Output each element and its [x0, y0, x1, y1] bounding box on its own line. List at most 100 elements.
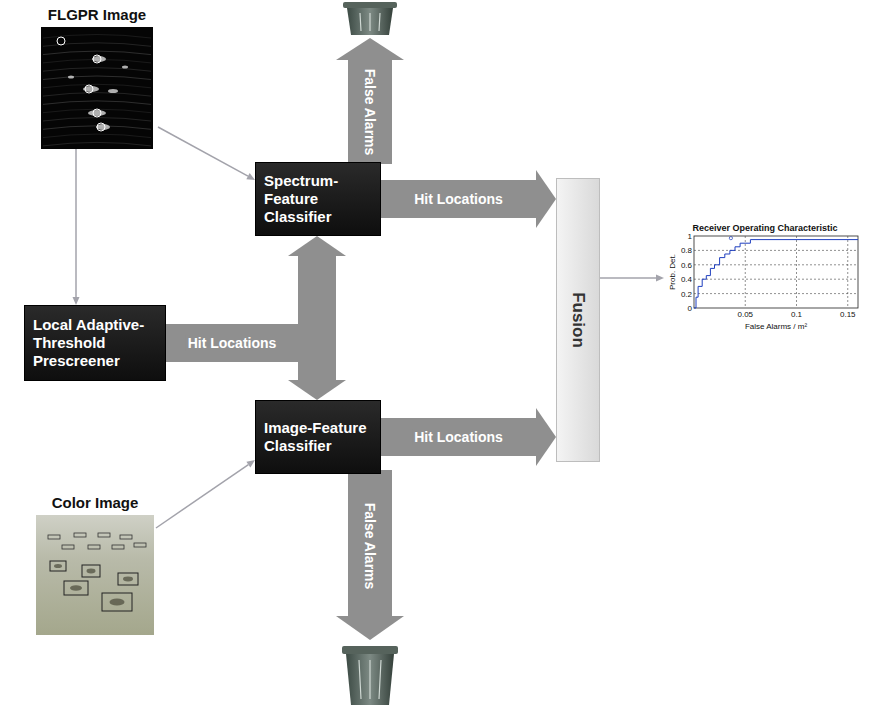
image-heading: FLGPR Image [48, 6, 146, 23]
connector-line [600, 277, 656, 279]
grid-line [796, 236, 797, 308]
surface-object [110, 598, 125, 605]
radar-return [96, 124, 110, 130]
trash-can-lid [343, 2, 397, 8]
camera-ground [36, 515, 154, 635]
axis-title: Prob. Det. [668, 254, 677, 290]
grid-line [694, 279, 858, 280]
radar-return [83, 86, 99, 92]
detection-circle [85, 85, 93, 93]
classifier-box: Image-Feature Classifier [255, 400, 381, 474]
detection-box [134, 543, 146, 547]
trash-can-body [346, 654, 394, 705]
block-arrow [381, 170, 556, 228]
radar-image-panel: FLGPR Image [36, 6, 158, 149]
trash-can-body [347, 8, 393, 35]
surface-object [54, 564, 62, 568]
arrow-label: False Alarms [362, 503, 378, 590]
detection-circle [57, 37, 65, 45]
prescreener-box: Local Adaptive-Threshold Prescreener [24, 305, 166, 381]
radar-clutter [43, 93, 151, 97]
radar-return [92, 56, 106, 62]
false-alarm-arrow-shaft [348, 58, 392, 164]
tick-label: 1 [688, 232, 692, 241]
radar-clutter [43, 142, 151, 146]
tick-label: 0.6 [681, 260, 692, 269]
trash-can-ribs [359, 660, 381, 699]
arrow-head [536, 408, 556, 466]
tick-label: 0.15 [840, 310, 856, 319]
surface-object [87, 569, 96, 574]
trash-can-ribs [360, 13, 380, 31]
camera-image [36, 515, 154, 635]
detection-circle [93, 109, 101, 117]
roc-chart: Receiver Operating Characteristic1 0.8 0.6… [664, 222, 866, 334]
arrow-head [73, 297, 80, 305]
camera-image-panel: Color Image [34, 494, 156, 635]
false-alarm-arrow-head [336, 38, 404, 60]
false-alarm-arrow-shaft [348, 470, 392, 618]
radar-clutter [43, 101, 151, 105]
radar-clutter [43, 68, 151, 72]
axis-title: False Alarms / m² [745, 322, 807, 331]
connector-line [75, 149, 77, 297]
arrow-label: Hit Locations [412, 429, 505, 445]
connector-arrow [156, 460, 255, 528]
detection-box [82, 565, 100, 577]
radar-clutter [43, 51, 151, 55]
detection-box [112, 545, 124, 549]
arrow-shaft [381, 418, 536, 456]
arrow-head [246, 460, 255, 467]
detection-box [120, 535, 132, 539]
arrow-head [288, 236, 346, 256]
roc-plot [664, 222, 866, 334]
arrow-shaft [381, 180, 536, 218]
detection-circle [97, 123, 105, 131]
surface-object [70, 585, 82, 591]
fusion-box: Fusion [556, 178, 600, 462]
box-label: Image-Feature Classifier [264, 419, 372, 455]
surface-object [123, 577, 133, 582]
block-arrow [166, 343, 346, 400]
arrow-head [536, 170, 556, 228]
grid-line [694, 293, 858, 294]
operating-point [729, 237, 732, 240]
tick-label: 0.2 [681, 289, 692, 298]
arrow-label: False Alarms [362, 69, 378, 156]
trash-can [342, 646, 398, 705]
detection-box [62, 545, 74, 549]
detection-box [88, 545, 100, 549]
grid-line [694, 250, 858, 251]
connector-arrow [600, 275, 664, 282]
grid-line [745, 236, 746, 308]
plot-frame [694, 236, 858, 308]
chart-title: Receiver Operating Characteristic [664, 223, 866, 233]
radar-return [108, 89, 118, 93]
classifier-box: Spectrum-Feature Classifier [255, 162, 381, 236]
radar-background [41, 27, 153, 149]
radar-return [122, 66, 128, 69]
arrow-head [288, 380, 346, 400]
trash-can-lid [342, 646, 398, 654]
detection-box [118, 573, 138, 585]
detection-box [98, 533, 110, 537]
trash-can [343, 2, 397, 35]
radar-return [68, 76, 74, 79]
detection-box [48, 535, 60, 539]
detection-box [50, 561, 66, 571]
radar-return [88, 110, 106, 116]
radar-clutter [43, 118, 151, 122]
radar-image [41, 27, 153, 149]
tick-label: 0.8 [681, 246, 692, 255]
block-arrow [381, 408, 556, 466]
tick-label: 0.05 [737, 310, 753, 319]
connector-arrow [73, 149, 80, 305]
detection-box [102, 593, 132, 611]
arrow-head [656, 275, 664, 282]
detection-box [74, 533, 86, 537]
connector-line [158, 127, 248, 176]
image-heading: Color Image [52, 494, 139, 511]
tick-label: 0.4 [681, 275, 692, 284]
tick-label: 0 [688, 304, 692, 313]
